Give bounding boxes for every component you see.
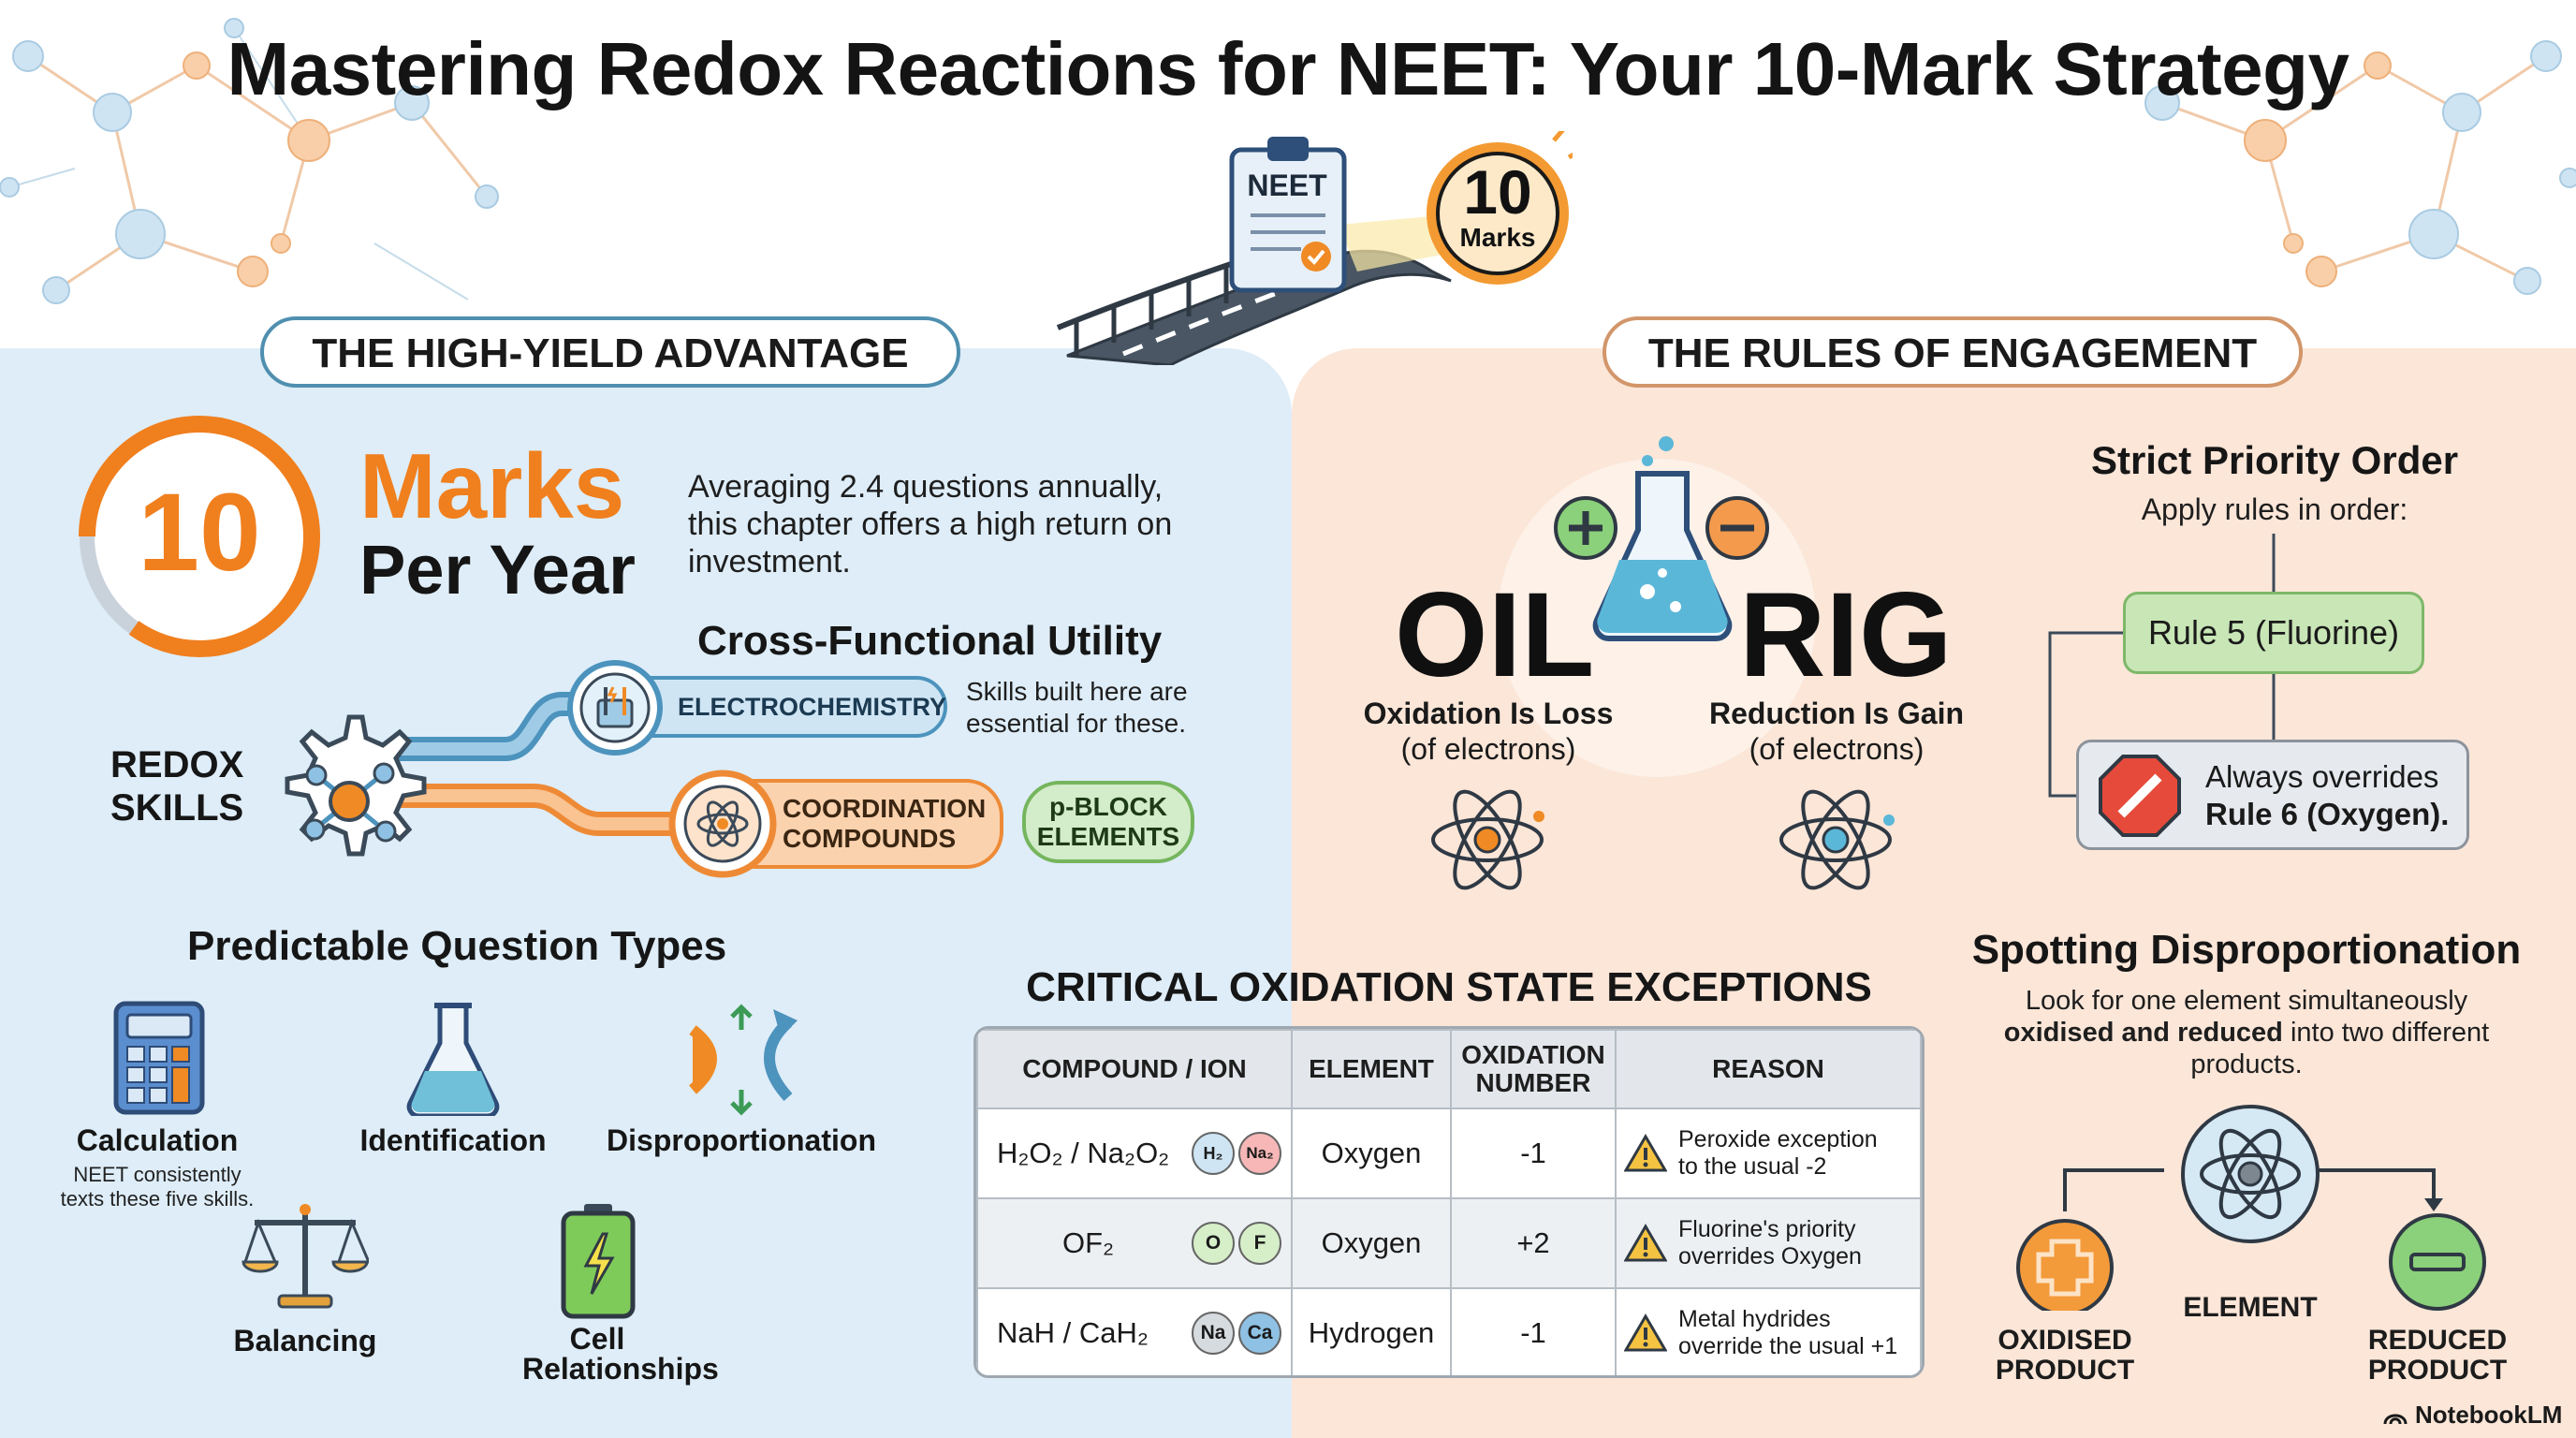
oxidation-cell: -1	[1450, 1108, 1617, 1199]
element-bubble: Ca	[1238, 1312, 1281, 1355]
chip-electrochemistry: ELECTROCHEMISTRY	[618, 676, 947, 738]
atom-icon-oxidation	[1431, 789, 1544, 890]
gear-icon	[285, 714, 427, 857]
no-entry-icon	[2099, 755, 2181, 837]
element-label: ELEMENT	[2183, 1292, 2318, 1323]
rule-6-text: Always overrides Rule 6 (Oxygen).	[2205, 759, 2450, 831]
badge-label: Marks	[1459, 223, 1536, 252]
oil-mnemonic: OIL	[1395, 568, 1595, 702]
question-types-note: NEET consistently texts these five skill…	[60, 1163, 255, 1211]
redox-skills-label: REDOX SKILLS	[110, 744, 244, 829]
element-cell: Oxygen	[1291, 1108, 1452, 1199]
element-bubble: O	[1192, 1222, 1235, 1265]
high-yield-heading: THE HIGH-YIELD ADVANTAGE	[260, 316, 960, 388]
plus-icon	[1554, 496, 1617, 560]
col-header-element: ELEMENT	[1291, 1029, 1452, 1109]
notebooklm-logo-icon	[2383, 1414, 2408, 1424]
table-row: NaH / CaH₂ Na Ca Hydrogen -1 Metal hydri…	[976, 1287, 1922, 1375]
redox-flask-icon	[1554, 436, 1769, 641]
rule-5-fluorine: Rule 5 (Fluorine)	[2123, 592, 2424, 674]
question-type-disproportionation: Disproportionation	[607, 1123, 876, 1157]
molecule-decoration-right	[2144, 40, 2576, 295]
col-header-compound: COMPOUND / ION	[976, 1029, 1293, 1109]
clipboard-label: NEET	[1247, 169, 1327, 202]
minus-icon	[1705, 496, 1769, 560]
badge-number: 10	[1463, 157, 1532, 227]
molecule-decoration-left	[0, 18, 499, 304]
element-bubble: Na₂	[1238, 1132, 1281, 1175]
question-types-heading: Predictable Question Types	[187, 923, 727, 969]
table-row: H₂O₂ / Na₂O₂ H₂ Na₂ Oxygen -1 Peroxide e…	[976, 1108, 1922, 1199]
reduced-product-label: REDUCED PRODUCT	[2367, 1325, 2508, 1386]
element-bubble: H₂	[1192, 1132, 1235, 1175]
per-year-label: Per Year	[359, 531, 636, 609]
element-bubble: F	[1238, 1222, 1281, 1265]
atom-icon-reduction	[1779, 789, 1895, 890]
disproportionation-heading: Spotting Disproportionation	[1971, 927, 2522, 973]
marks-word: Marks	[359, 434, 625, 537]
oxidation-cell: -1	[1450, 1287, 1617, 1375]
marks-ring-number: 10	[138, 471, 261, 594]
priority-connectors	[2048, 534, 2276, 798]
oil-meaning-sub: (of electrons)	[1400, 732, 1576, 766]
compound-name: H₂O₂ / Na₂O₂	[997, 1137, 1170, 1169]
oxidised-plus-icon	[2016, 1219, 2114, 1311]
question-type-cell-relationships: Cell Relationships	[522, 1322, 719, 1386]
notebooklm-brand: NotebookLM	[2383, 1401, 2562, 1430]
rig-mnemonic: RIG	[1739, 568, 1953, 702]
atom-icon	[668, 770, 777, 878]
disproportionation-diagram	[2016, 1105, 2486, 1311]
skills-note: Skills built here are essential for thes…	[966, 677, 1188, 738]
question-type-identification: Identification	[359, 1123, 547, 1157]
element-cell: Oxygen	[1291, 1197, 1452, 1289]
col-header-oxidation: OXIDATION NUMBER	[1450, 1029, 1617, 1109]
priority-heading: Strict Priority Order	[2090, 438, 2459, 482]
element-bubble: Na	[1192, 1312, 1235, 1355]
exceptions-table: COMPOUND / ION ELEMENT OXIDATION NUMBER …	[973, 1026, 1925, 1378]
utility-heading: Cross-Functional Utility	[697, 618, 1163, 664]
road-to-marks-illustration	[1056, 131, 1573, 365]
question-type-calculation: Calculation	[76, 1123, 239, 1157]
warning-icon	[1624, 1224, 1667, 1262]
ten-marks-badge	[1427, 131, 1573, 285]
rules-heading: THE RULES OF ENGAGEMENT	[1603, 316, 2303, 388]
neet-clipboard-icon	[1229, 137, 1347, 293]
marks-ring-gauge	[79, 416, 320, 657]
oil-meaning: Oxidation Is Loss	[1363, 697, 1614, 730]
page-title: Mastering Redox Reactions for NEET: Your…	[227, 27, 2349, 110]
rig-meaning: Reduction Is Gain	[1708, 697, 1965, 730]
average-questions-text: Averaging 2.4 questions annually, this c…	[688, 469, 1173, 580]
rig-meaning-sub: (of electrons)	[1749, 732, 1925, 766]
col-header-reason: REASON	[1615, 1029, 1922, 1109]
calculator-icon	[113, 1001, 205, 1115]
compound-name: NaH / CaH₂	[997, 1316, 1149, 1349]
reduced-minus-icon	[2389, 1213, 2486, 1311]
warning-icon	[1624, 1313, 1667, 1352]
exceptions-heading: CRITICAL OXIDATION STATE EXCEPTIONS	[1026, 964, 1872, 1010]
question-type-balancing: Balancing	[233, 1324, 377, 1357]
compound-name: OF₂	[1062, 1226, 1115, 1259]
scales-icon	[242, 1204, 369, 1309]
oxidised-product-label: OXIDISED PRODUCT	[1995, 1325, 2135, 1386]
priority-subheading: Apply rules in order:	[2141, 492, 2408, 526]
oxidation-cell: +2	[1450, 1197, 1617, 1289]
electrochemistry-icon	[567, 660, 663, 756]
battery-icon	[561, 1204, 636, 1319]
redox-connectors	[393, 692, 683, 836]
disproportionation-description: Look for one element simultaneously oxid…	[2003, 986, 2490, 1079]
element-cell: Hydrogen	[1291, 1287, 1452, 1375]
split-arrows-icon	[688, 1004, 798, 1116]
warning-icon	[1624, 1134, 1667, 1172]
flask-icon	[406, 1003, 500, 1116]
